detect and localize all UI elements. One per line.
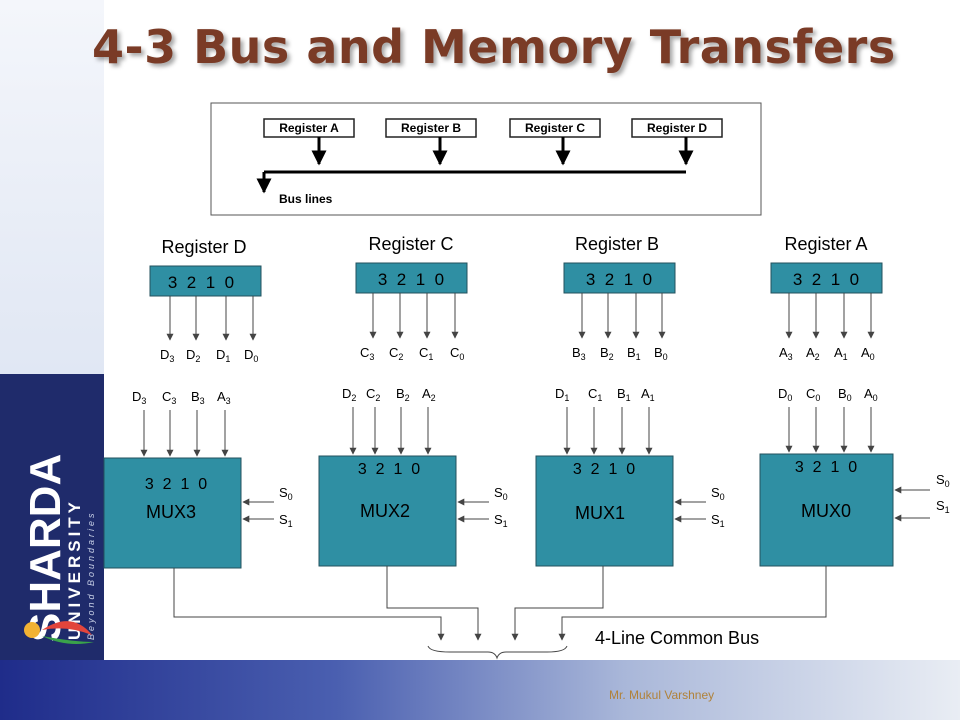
mux0-select-s1: S1 bbox=[936, 498, 950, 515]
register-d: Register D 3 2 1 0 D3 D2 D1 D0 bbox=[149, 237, 262, 364]
register-b-out-1: B1 bbox=[627, 345, 641, 362]
bus-register-b-label: Register B bbox=[401, 121, 461, 135]
mux3-box bbox=[103, 457, 242, 569]
mux3-name: MUX3 bbox=[146, 502, 196, 522]
mux0-input-d0: D0 bbox=[778, 386, 792, 403]
logo-name: SHARDA bbox=[21, 454, 70, 642]
bus-register-d-label: Register D bbox=[647, 121, 707, 135]
mux-output-wires bbox=[173, 566, 827, 641]
mux3-input-c3: C3 bbox=[162, 389, 176, 406]
register-d-box bbox=[149, 265, 262, 297]
register-a-bits: 3 2 1 0 bbox=[793, 270, 859, 289]
register-c-out-0: C0 bbox=[450, 345, 464, 362]
register-a-title: Register A bbox=[784, 234, 867, 254]
register-b-out-2: B2 bbox=[600, 345, 614, 362]
bus-register-c-label: Register C bbox=[525, 121, 585, 135]
mux2-box bbox=[318, 455, 457, 567]
sharda-university-logo: SHARDA UNIVERSITY Beyond Boundaries bbox=[21, 454, 96, 644]
register-a: Register A 3 2 1 0 A3 A2 A1 A0 bbox=[770, 234, 883, 362]
register-a-out-2: A2 bbox=[806, 345, 820, 362]
mux2-input-d2: D2 bbox=[342, 386, 356, 403]
mux1-input-a1: A1 bbox=[641, 386, 655, 403]
mux2-select-s1: S1 bbox=[494, 512, 508, 529]
register-d-out-1: D1 bbox=[216, 347, 230, 364]
mux2-select-s0: S0 bbox=[494, 485, 508, 502]
register-c-out-2: C2 bbox=[389, 345, 403, 362]
register-c: Register C 3 2 1 0 C3 C2 C1 C0 bbox=[355, 234, 468, 362]
mux2: D2 C2 B2 A2 3 2 1 0 MUX2 S0 S1 bbox=[318, 386, 508, 567]
mux1-input-c1: C1 bbox=[588, 386, 602, 403]
footer-author: Mr. Mukul Varshney bbox=[609, 688, 715, 702]
register-c-out-1: C1 bbox=[419, 345, 433, 362]
register-d-out-3: D3 bbox=[160, 347, 174, 364]
mux0-input-a0: A0 bbox=[864, 386, 878, 403]
register-c-bits: 3 2 1 0 bbox=[378, 270, 444, 289]
register-b-bits: 3 2 1 0 bbox=[586, 270, 652, 289]
mux0-select-s0: S0 bbox=[936, 472, 950, 489]
register-d-bits: 3 2 1 0 bbox=[168, 273, 234, 292]
register-d-out-2: D2 bbox=[186, 347, 200, 364]
common-bus-brace bbox=[427, 645, 568, 660]
bus-register-c: Register C bbox=[509, 118, 601, 166]
common-bus-label: 4-Line Common Bus bbox=[595, 628, 759, 648]
register-a-out-1: A1 bbox=[834, 345, 848, 362]
mux2-input-c2: C2 bbox=[366, 386, 380, 403]
mux1-name: MUX1 bbox=[575, 503, 625, 523]
register-a-out-0: A0 bbox=[861, 345, 875, 362]
mux0-name: MUX0 bbox=[801, 501, 851, 521]
register-c-title: Register C bbox=[368, 234, 453, 254]
mux3-input-b3: B3 bbox=[191, 389, 205, 406]
page-title: 4-3 Bus and Memory Transfers bbox=[92, 20, 896, 74]
bus-register-a: Register A bbox=[263, 118, 355, 166]
mux1-select-s0: S0 bbox=[711, 485, 725, 502]
mux3-select-s0: S0 bbox=[279, 485, 293, 502]
mux0-input-c0: C0 bbox=[806, 386, 820, 403]
register-b-title: Register B bbox=[575, 234, 659, 254]
bus-lines-label: Bus lines bbox=[279, 192, 333, 206]
mux1-input-d1: D1 bbox=[555, 386, 569, 403]
register-d-title: Register D bbox=[161, 237, 246, 257]
mux3: D3 C3 B3 A3 3 2 1 0 MUX3 S0 S1 bbox=[103, 389, 293, 569]
mux3-inputs-label: 3 2 1 0 bbox=[145, 476, 207, 493]
register-b-out-3: B3 bbox=[572, 345, 586, 362]
bus-register-a-label: Register A bbox=[279, 121, 339, 135]
mux0-input-b0: B0 bbox=[838, 386, 852, 403]
mux1: D1 C1 B1 A1 3 2 1 0 MUX1 S0 S1 bbox=[535, 386, 725, 567]
mux1-select-s1: S1 bbox=[711, 512, 725, 529]
mux2-input-b2: B2 bbox=[396, 386, 410, 403]
mux0: D0 C0 B0 A0 3 2 1 0 MUX0 S0 S1 bbox=[759, 386, 950, 567]
register-b: Register B 3 2 1 0 B3 B2 B1 B0 bbox=[563, 234, 676, 362]
register-b-box bbox=[563, 262, 676, 294]
mux3-input-d3: D3 bbox=[132, 389, 146, 406]
mux0-inputs-label: 3 2 1 0 bbox=[795, 459, 857, 476]
mux1-input-b1: B1 bbox=[617, 386, 631, 403]
logo-tagline: Beyond Boundaries bbox=[86, 510, 96, 640]
bus-lines-illustration: Register A Register B Register C Registe… bbox=[210, 102, 762, 216]
register-a-out-3: A3 bbox=[779, 345, 793, 362]
register-b-out-0: B0 bbox=[654, 345, 668, 362]
mux2-name: MUX2 bbox=[360, 501, 410, 521]
bus-register-d: Register D bbox=[631, 118, 723, 166]
mux1-inputs-label: 3 2 1 0 bbox=[573, 461, 635, 478]
mux2-input-a2: A2 bbox=[422, 386, 436, 403]
footer-band bbox=[0, 660, 960, 720]
mux1-box bbox=[535, 455, 674, 567]
mux2-inputs-label: 3 2 1 0 bbox=[358, 461, 420, 478]
mux3-input-a3: A3 bbox=[217, 389, 231, 406]
mux3-select-s1: S1 bbox=[279, 512, 293, 529]
logo-emblem-icon bbox=[24, 621, 94, 644]
bus-register-b: Register B bbox=[385, 118, 477, 166]
university-logo-panel bbox=[0, 374, 104, 660]
register-a-box bbox=[770, 262, 883, 294]
register-c-out-3: C3 bbox=[360, 345, 374, 362]
logo-subtitle: UNIVERSITY bbox=[65, 498, 84, 640]
register-d-out-0: D0 bbox=[244, 347, 258, 364]
register-c-box bbox=[355, 262, 468, 294]
